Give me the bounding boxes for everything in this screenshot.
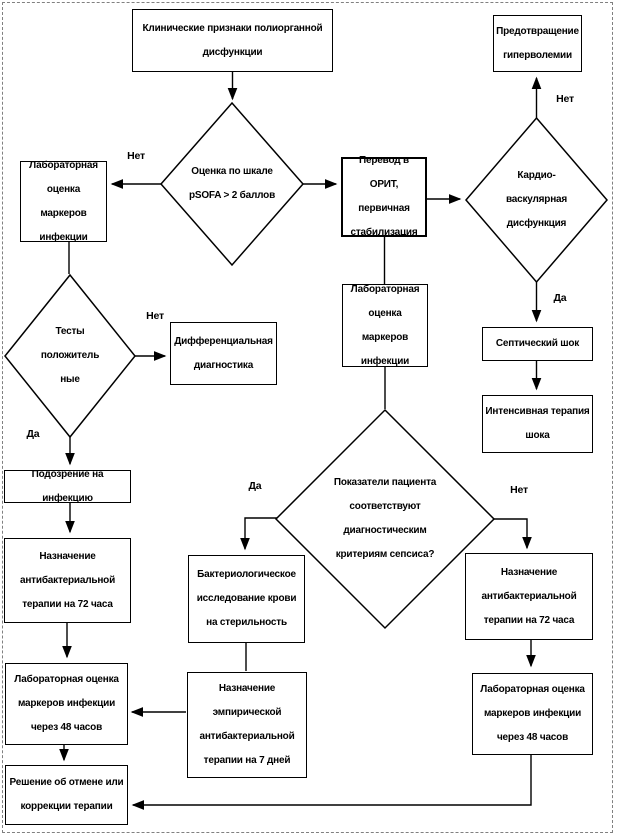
decision-tests-positive-label: Тесты положитель ные (40, 326, 100, 385)
edge-sepsis-no (493, 518, 532, 550)
node-prevent-hypervolemia: Предотвращение гиперволемии (493, 15, 582, 72)
edge-label-tests-no: Нет (146, 310, 164, 322)
edge-label-psofa-no: Нет (127, 150, 145, 162)
decision-psofa-label: Оценка по шкале pSOFA > 2 баллов (188, 166, 276, 201)
edge-label-sepsis-no: Нет (510, 484, 528, 496)
decision-sepsis-criteria-shape (274, 408, 496, 630)
node-lab-markers-center: Лабораторная оценка маркеров инфекции (342, 284, 428, 367)
decision-tests-positive-shape (4, 273, 136, 439)
node-lab-markers-left: Лабораторная оценка маркеров инфекции (20, 160, 107, 243)
node-empiric-abx-7d: Назначение эмпирической антибактериально… (187, 672, 307, 778)
node-differential-diagnostics: Дифференциальная диагностика (170, 322, 277, 385)
edge-label-cardio-yes: Да (553, 292, 567, 304)
decision-cardiovascular-label: Кардио-васкулярная дисфункция (505, 170, 568, 229)
node-therapy-decision: Решение об отмене или коррекции терапии (5, 765, 128, 825)
edge-label-sepsis-yes: Да (248, 480, 262, 492)
node-shock-therapy: Интенсивная терапия шока (482, 395, 593, 453)
node-lab-48h-right: Лабораторная оценка маркеров инфекции че… (472, 673, 593, 755)
decision-psofa-shape (160, 101, 304, 267)
node-transfer-icu: Перевод в ОРИТ, первичная стабилизация (341, 155, 427, 238)
node-clinical-signs: Клинические признаки полиорганной дисфун… (132, 9, 333, 72)
node-septic-shock: Септический шок (482, 327, 593, 361)
edge-label-tests-yes: Да (26, 428, 40, 440)
decision-cardiovascular-shape (465, 116, 608, 284)
decision-sepsis-criteria-label: Показатели пациента соответствуют диагно… (333, 477, 437, 560)
node-abx-72h-left: Назначение антибактериальной терапии на … (4, 538, 131, 623)
node-suspected-infection: Подозрение на инфекцию (4, 469, 131, 504)
edge-sepsis-yes (240, 517, 278, 551)
node-lab-48h-left: Лабораторная оценка маркеров инфекции че… (5, 663, 128, 745)
node-blood-culture: Бактериологическое исследование крови на… (188, 555, 305, 643)
edge-lab48r-to-decision (131, 755, 532, 810)
node-abx-72h-right: Назначение антибактериальной терапии на … (465, 553, 593, 640)
edge-label-cardio-no: Нет (556, 93, 574, 105)
